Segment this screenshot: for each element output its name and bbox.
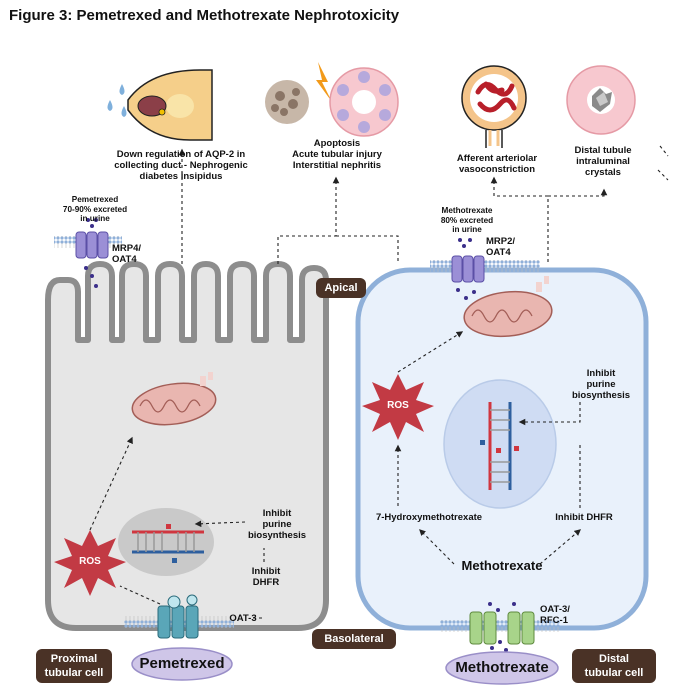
right-ros-burst — [362, 374, 434, 440]
mrp2-oat4-label: MRP2/OAT4 — [486, 236, 516, 258]
left-ros-burst — [54, 530, 126, 596]
pemetrexed-oval — [131, 647, 233, 681]
left-ros-label: ROS — [79, 556, 101, 567]
hydroxymethotrexate-label: 7-Hydroxymethotrexate — [375, 512, 483, 523]
glomerulus-icon — [461, 65, 527, 148]
drug-molecule-dots — [84, 218, 516, 652]
right-dna-icon — [480, 402, 519, 490]
left-dna-icon — [132, 524, 204, 563]
right-dhfr-label: Inhibit DHFR — [555, 512, 613, 523]
right-ros-label: ROS — [387, 400, 409, 411]
methotrexate-oval — [445, 651, 559, 685]
basolateral-label: Basolateral — [312, 629, 396, 649]
right-nucleus — [443, 379, 557, 509]
oat3-label: OAT-3 — [229, 613, 257, 624]
apical-label: Apical — [316, 278, 366, 298]
pemetrexed-label: Pemetrexed — [139, 655, 225, 672]
oat3-transporter — [157, 594, 199, 639]
mrp2-oat4-transporter — [451, 255, 485, 283]
methotrexate-label: Methotrexate — [455, 659, 549, 676]
proximal-tubular-cell — [45, 261, 329, 631]
tubule-cross-section-icon — [329, 67, 399, 137]
crystal-tubule-icon — [566, 65, 636, 135]
right-mitochondrion — [463, 276, 553, 338]
lightning-icon — [316, 62, 332, 102]
oat3-rfc1-transporter — [469, 611, 535, 645]
left-mitochondrion — [131, 372, 217, 426]
left-nucleus — [118, 508, 214, 576]
apoptotic-cells-icon — [265, 80, 309, 124]
collecting-duct-icon — [127, 69, 213, 141]
methotrexate-center-label: Methotrexate — [461, 558, 543, 573]
pathway-arrows — [89, 145, 669, 619]
right-apical-membrane — [430, 260, 540, 272]
oat3-rfc1-label: OAT-3/RFC-1 — [540, 604, 570, 626]
figure-title: Figure 3: Pemetrexed and Methotrexate Ne… — [9, 7, 400, 24]
mrp4-oat4-label: MRP4/OAT4 — [112, 243, 142, 265]
water-drop-icon — [107, 84, 127, 117]
mrp4-oat4-transporter — [75, 231, 109, 259]
